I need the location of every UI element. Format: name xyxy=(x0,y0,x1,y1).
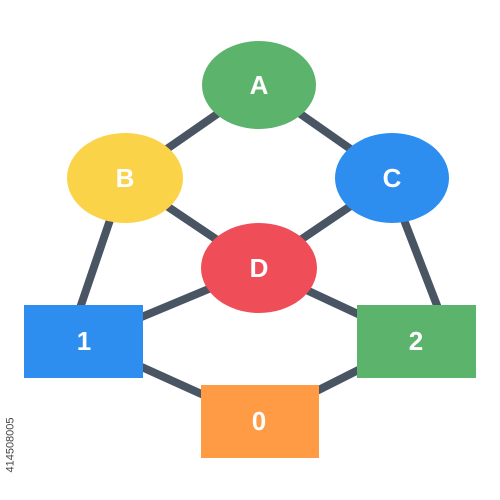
image-id-text: 414508005 xyxy=(5,417,17,473)
node-d-shape xyxy=(201,223,317,313)
node-a-label: A xyxy=(250,70,269,100)
node-1: 1 xyxy=(24,305,143,378)
node-0-label: 0 xyxy=(252,406,266,436)
node-1-shape xyxy=(24,305,143,378)
node-b-label: B xyxy=(116,163,135,193)
node-1-label: 1 xyxy=(77,326,91,356)
node-d: D xyxy=(201,223,317,313)
node-b: B xyxy=(67,133,183,223)
diagram-nodes: A B C D 1 2 0 xyxy=(24,41,476,458)
node-0: 0 xyxy=(201,385,319,458)
image-id-watermark: 414508005 xyxy=(0,390,22,500)
edge-b-1 xyxy=(76,216,114,312)
node-2-label: 2 xyxy=(409,326,423,356)
node-c: C xyxy=(335,133,449,223)
node-a: A xyxy=(202,41,316,129)
node-b-shape xyxy=(67,133,183,223)
node-d-label: D xyxy=(250,253,269,283)
node-a-shape xyxy=(202,41,316,129)
node-c-label: C xyxy=(383,163,402,193)
node-0-shape xyxy=(201,385,319,458)
node-c-shape xyxy=(335,133,449,223)
edge-c-2 xyxy=(400,216,442,312)
node-2: 2 xyxy=(357,305,476,378)
node-2-shape xyxy=(357,305,476,378)
